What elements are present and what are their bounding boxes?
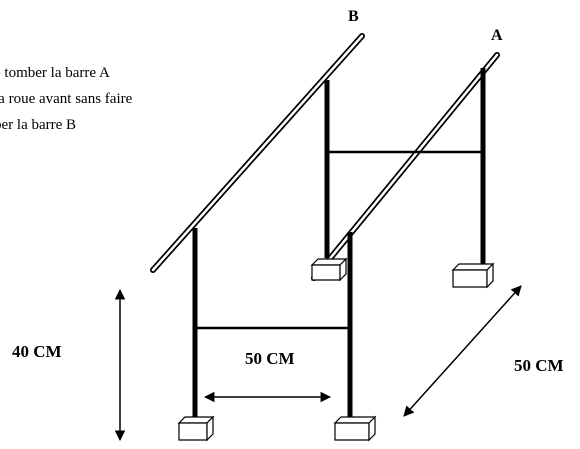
base-block-back-right [451, 262, 495, 289]
bar-a-label: A [491, 27, 503, 44]
height-dimension-label: 40 CM [12, 342, 62, 361]
bar-a-pole [311, 52, 500, 281]
base-block-front-left [177, 415, 215, 442]
front-width-dimension-label: 50 CM [245, 349, 295, 368]
depth-dimension-label: 50 CM [514, 356, 564, 375]
instruction-line-1: e tomber la barre A [0, 65, 110, 81]
instruction-line-2: la roue avant sans faire [0, 91, 133, 107]
instruction-line-3: ber la barre B [0, 117, 77, 133]
depth-dimension-arrow [403, 285, 522, 417]
base-block-back-left [310, 257, 348, 282]
bar-b-label: B [348, 8, 359, 25]
base-block-front-right [333, 415, 377, 442]
bar-b-pole [150, 33, 365, 273]
